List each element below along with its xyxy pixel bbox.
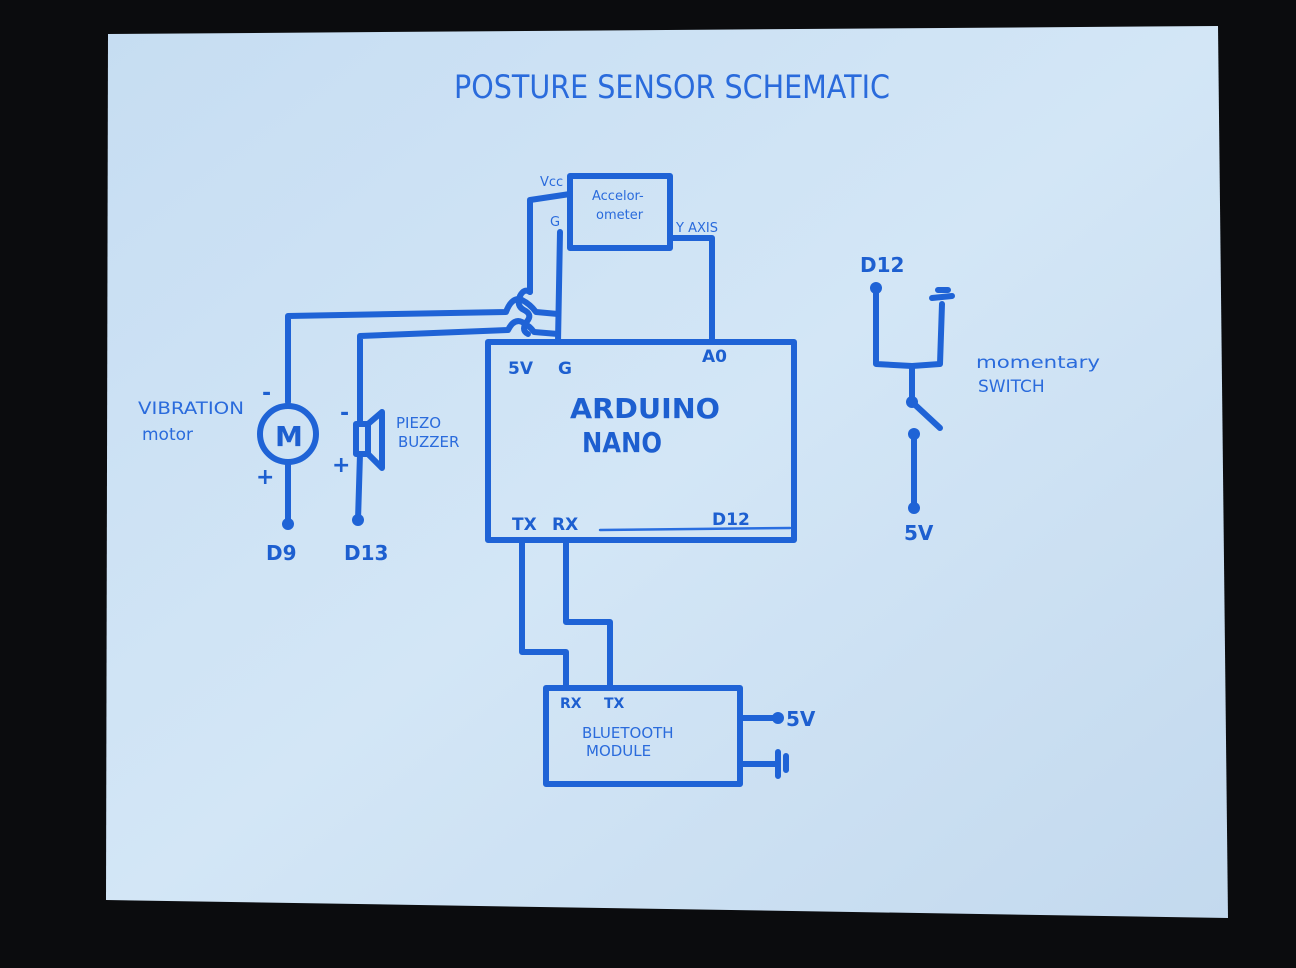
arduino-box <box>485 339 797 543</box>
vibration-motor-label-1: VIBRATION <box>138 399 244 419</box>
arduino-pin-a0: A0 <box>702 347 727 367</box>
switch-pin-top: D12 <box>860 253 904 277</box>
piezo-buzzer-plus: + <box>332 453 350 478</box>
accelerometer-label-2: ometer <box>596 208 644 223</box>
switch-ground-mark <box>929 287 955 301</box>
piezo-buzzer-pin: D13 <box>344 541 388 565</box>
arduino-pin-gnd: G <box>558 359 572 379</box>
vibration-motor-label-2: motor <box>142 425 193 445</box>
arduino-pin-5v: 5V <box>508 359 534 379</box>
accelerometer-label-1: Accelor- <box>592 189 644 204</box>
piezo-buzzer-label-2: BUZZER <box>398 433 459 451</box>
switch-pin-bottom: 5V <box>904 521 934 545</box>
bluetooth-pin-rx: RX <box>560 696 582 712</box>
piezo-buzzer-minus: - <box>340 401 349 426</box>
arduino-pin-tx: TX <box>512 515 537 535</box>
bluetooth-label-2: MODULE <box>586 742 651 760</box>
switch-lever <box>909 399 943 431</box>
wire-motor-minus <box>285 296 561 405</box>
vibration-motor-letter: M <box>275 420 303 453</box>
bluetooth-label-1: BLUETOOTH <box>582 724 674 742</box>
wire-y-axis <box>667 235 715 343</box>
arduino-pin-rx: RX <box>552 515 578 535</box>
vibration-motor-plus: + <box>256 465 274 490</box>
switch-5v-terminal <box>908 502 920 514</box>
paper-sheet <box>106 26 1228 918</box>
wire-piezo-plus <box>355 451 363 523</box>
wire-piezo-minus <box>357 318 561 425</box>
piezo-buzzer-cone <box>365 409 385 471</box>
arduino-label-1: ARDUINO <box>570 392 720 425</box>
bluetooth-power-terminal <box>772 712 784 724</box>
bluetooth-box <box>543 685 743 787</box>
wire-arduino-tx-to-bt-rx <box>519 537 569 691</box>
switch-label-1: momentary <box>976 353 1100 373</box>
wire-vcc <box>527 191 573 295</box>
vibration-motor-pin: D9 <box>266 541 297 565</box>
bluetooth-ground-mark <box>775 749 789 779</box>
piezo-d13-terminal <box>352 514 364 526</box>
arduino-label-2: NANO <box>582 426 662 459</box>
wire-gnd <box>555 229 563 345</box>
bluetooth-pin-tx: TX <box>604 696 625 712</box>
accelerometer-pin-vcc: Vcc <box>540 175 563 190</box>
switch-label-2: SWITCH <box>978 377 1045 397</box>
wire-arduino-rx-to-bt-tx <box>563 537 613 691</box>
diagram-title: POSTURE SENSOR SCHEMATIC <box>454 68 890 106</box>
accelerometer-pin-y: Y AXIS <box>675 221 718 236</box>
arduino-pin-d12: D12 <box>712 510 750 530</box>
motor-d9-terminal <box>282 518 294 530</box>
bluetooth-power-label: 5V <box>786 707 816 731</box>
arduino-inner-line <box>598 526 792 532</box>
vibration-motor-minus: - <box>262 381 271 406</box>
accelerometer-pin-gnd: G <box>550 215 560 230</box>
accelerometer-box <box>567 173 673 251</box>
piezo-buzzer-label-1: PIEZO <box>396 414 441 432</box>
